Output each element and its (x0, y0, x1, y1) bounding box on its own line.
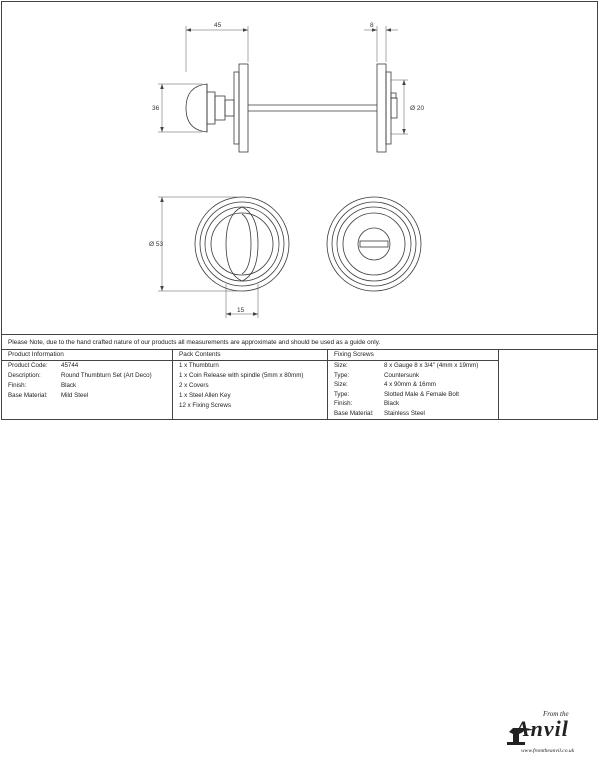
coin-release-front-view (326, 196, 422, 292)
dimension-dia-53: Ø 53 (149, 241, 163, 248)
row-value: 4 x 90mm & 16mm (384, 381, 436, 388)
dimension-36: 36 (152, 105, 160, 112)
row-label: Base Material: (334, 409, 374, 417)
row-label: Product Code: (8, 362, 48, 369)
row-value: Black (384, 400, 400, 407)
row-value: 45744 (61, 362, 79, 369)
from-the-anvil-logo: From the Anvil www.fromtheanvil.co.uk (499, 698, 597, 768)
technical-drawing: 45 8 36 Ø 20 Ø 53 15 (149, 22, 424, 318)
fixing-screws: Fixing Screws Size: 8 x Gauge 8 x 3/4" (4… (328, 350, 499, 420)
row-value: 8 x Gauge 8 x 3/4" (4mm x 19mm) (384, 362, 479, 369)
fixing-screw-row: Type: Slotted Male & Female Bolt (328, 390, 498, 400)
thumbturn-front-view (194, 196, 290, 292)
pack-item: 1 x Thumbturn (179, 362, 219, 369)
specification-table: Product Information Product Code: 45744 D… (2, 350, 597, 754)
row-value: Mild Steel (61, 392, 89, 399)
fixing-screw-row: Type: Countersunk (328, 371, 498, 381)
product-info-row: Description: Round Thumbturn Set (Art Dec… (2, 371, 172, 381)
technical-drawing-sheet: 45 8 36 Ø 20 Ø 53 15 Please Note, due to… (1, 1, 598, 754)
row-label: Base Material: (8, 392, 48, 399)
dimension-45: 45 (214, 22, 222, 29)
row-label: Size: (334, 381, 348, 388)
fixing-screw-row: Size: 8 x Gauge 8 x 3/4" (4mm x 19mm) (328, 361, 498, 371)
pack-item: 12 x Fixing Screws (179, 402, 231, 409)
fixing-screw-row: Size: 4 x 90mm & 16mm (328, 380, 498, 390)
dimension-15: 15 (237, 307, 245, 314)
product-information: Product Information Product Code: 45744 D… (2, 350, 173, 420)
product-information-heading: Product Information (2, 350, 172, 361)
product-info-row: Finish: Black (2, 381, 172, 391)
row-value: Round Thumbturn Set (Art Deco) (61, 372, 152, 379)
dimension-dia-20: Ø 20 (410, 105, 424, 112)
fixing-screw-row: Finish: Black (328, 399, 498, 409)
logo-name-text: Anvil (515, 716, 569, 741)
logo-url-text: www.fromtheanvil.co.uk (521, 748, 575, 754)
pack-contents: Pack Contents 1 x Thumbturn 1 x Coin Rel… (173, 350, 328, 420)
fixing-screws-heading: Fixing Screws (328, 350, 498, 361)
product-info-row: Product Code: 45744 (2, 361, 172, 371)
product-info-row: Base Material: Mild Steel (2, 391, 172, 401)
row-value: Black (61, 382, 77, 389)
disclaimer-note: Please Note, due to the hand crafted nat… (2, 334, 597, 350)
row-label: Type: (334, 390, 350, 398)
row-label: Type: (334, 371, 350, 379)
row-value: Countersunk (384, 371, 420, 379)
fixing-screw-row: Base Material: Stainless Steel (328, 409, 498, 419)
row-label: Description: (8, 372, 41, 379)
row-label: Finish: (334, 400, 353, 407)
row-label: Finish: (8, 382, 27, 389)
pack-contents-heading: Pack Contents (173, 350, 327, 361)
row-label: Size: (334, 362, 348, 369)
pack-item: 1 x Steel Allen Key (179, 392, 231, 399)
row-value: Stainless Steel (384, 409, 425, 417)
dimension-8: 8 (370, 22, 374, 29)
pack-item: 1 x Coin Release with spindle (5mm x 80m… (179, 372, 304, 379)
pack-item: 2 x Covers (179, 382, 209, 389)
row-value: Slotted Male & Female Bolt (384, 390, 459, 398)
side-view (185, 63, 398, 153)
